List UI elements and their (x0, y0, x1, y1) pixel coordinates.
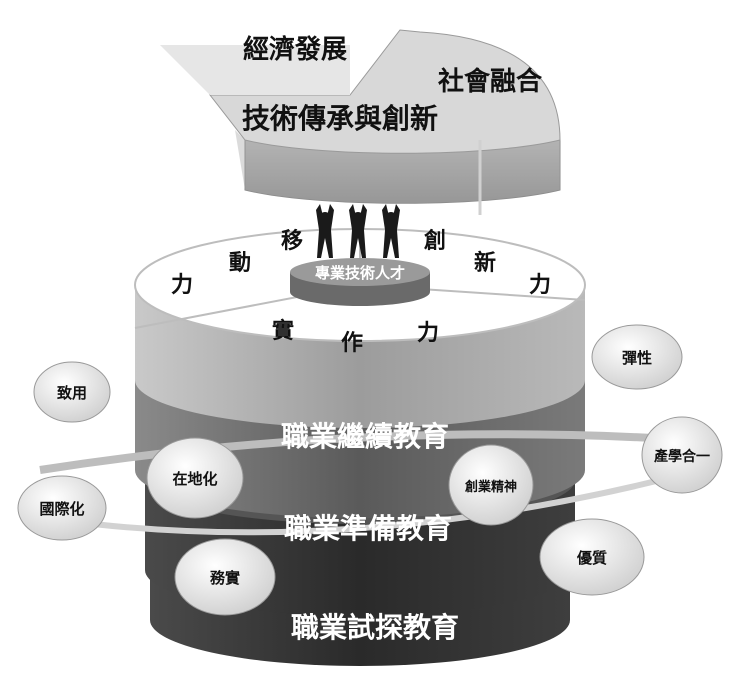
people-figures-icon (316, 204, 400, 258)
label-tier-continuing: 職業繼續教育 (281, 420, 449, 453)
orbit-ring (39, 430, 691, 474)
label-practice-1: 實 (272, 318, 294, 344)
label-mobility-2: 動 (229, 251, 251, 276)
bubble-practical (33, 361, 111, 423)
label-tier-preparation: 職業準備教育 (284, 512, 452, 545)
bubble-flexibility-label: 彈性 (622, 349, 652, 367)
bubble-quality-label: 優質 (576, 549, 607, 567)
bubble-flexibility (591, 324, 683, 390)
bubble-internationalization-label: 國際化 (39, 500, 84, 518)
bubble-industry-label: 產學合一 (653, 448, 710, 465)
bubble-industry (641, 416, 723, 494)
bubble-quality (539, 518, 645, 596)
label-innovation-1: 創 (424, 229, 446, 254)
label-mobility-1: 移 (281, 228, 303, 254)
bubble-practical-label: 致用 (57, 384, 87, 402)
label-economy: 經濟發展 (243, 34, 347, 65)
label-social: 社會融合 (438, 66, 543, 97)
top-slab (160, 29, 561, 215)
bubble-entrepreneur-label: 創業精神 (464, 479, 517, 495)
bubble-talent (174, 538, 276, 616)
bubble-entrepreneur (448, 444, 534, 526)
label-practice-3: 力 (417, 321, 439, 346)
label-tech: 技術傳承與創新 (242, 102, 438, 135)
label-center: 專業技術人才 (315, 264, 405, 282)
orbit-ring-lower (59, 467, 701, 536)
bubble-localization-label: 在地化 (172, 470, 217, 488)
label-innovation-2: 新 (474, 250, 496, 276)
label-mobility-3: 力 (171, 273, 193, 298)
label-innovation-3: 力 (529, 273, 551, 298)
label-tier-exploration: 職業試探教育 (291, 611, 459, 644)
bubble-localization (146, 437, 244, 519)
bubble-talent-label: 務實 (210, 569, 240, 587)
label-practice-2: 作 (341, 331, 363, 356)
talent-pedestal (290, 258, 430, 306)
bubble-internationalization (17, 475, 107, 541)
